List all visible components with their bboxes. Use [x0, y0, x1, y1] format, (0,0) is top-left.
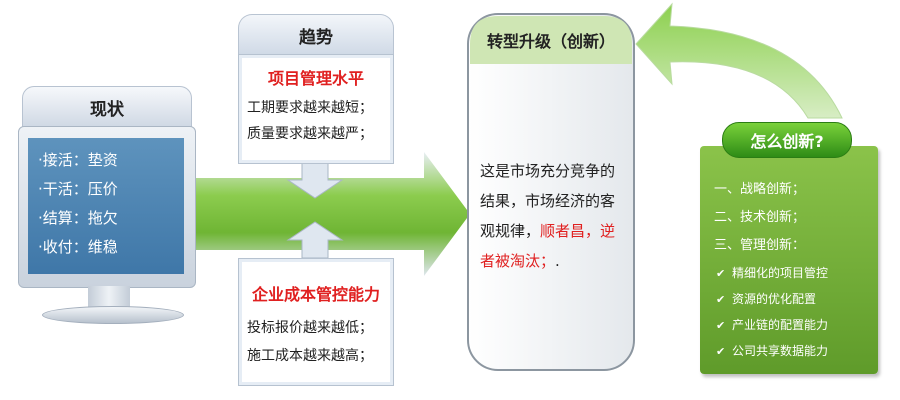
- trend-heading: 项目管理水平: [267, 69, 364, 88]
- innovate-subitem: ✔ 公司共享数据能力: [716, 342, 828, 359]
- check-icon: ✔: [716, 319, 726, 332]
- trend-line: 施工成本越来越高；: [247, 348, 373, 364]
- status-item: ·干活：压价: [38, 180, 118, 198]
- trend-line: 工期要求越来越短；: [247, 100, 373, 116]
- innovate-subitem: ✔ 精细化的项目管控: [716, 264, 828, 281]
- status-list: ·接活：垫资 ·干活：压价 ·结算：拖欠 ·收付：维稳: [38, 146, 118, 262]
- status-title: 现状: [22, 86, 192, 127]
- curved-arrow: [635, 2, 843, 119]
- capsule-header: [470, 16, 632, 64]
- transform-text-red: 顺者昌，逆者被淘汰；: [480, 222, 616, 270]
- innovate-subitem-label: 资源的优化配置: [732, 292, 817, 306]
- innovate-item: 三、管理创新：: [714, 238, 806, 253]
- transform-title: 转型升级（创新）: [486, 32, 615, 51]
- capsule-shape: [467, 13, 635, 371]
- monitor-base: [42, 306, 184, 324]
- monitor-screen: [28, 138, 184, 274]
- trend-line: 投标报价越来越低；: [247, 320, 373, 336]
- innovate-item: 一、战略创新；: [714, 182, 806, 197]
- trend-heading: 企业成本管控能力: [251, 285, 380, 304]
- innovate-subitem-label: 产业链的配置能力: [732, 318, 829, 332]
- status-item: ·收付：维稳: [38, 238, 118, 256]
- transform-text: 这是市场充分竞争的结果，市场经济的客观规律，顺者昌，逆者被淘汰；.: [480, 156, 628, 276]
- innovate-subitem: ✔ 产业链的配置能力: [716, 316, 828, 333]
- innovate-subitem: ✔ 资源的优化配置: [716, 290, 816, 307]
- check-icon: ✔: [716, 267, 726, 280]
- innovate-item: 二、技术创新；: [714, 210, 806, 225]
- up-arrow: [286, 221, 344, 259]
- status-item: ·接活：垫资: [38, 151, 118, 169]
- trend-box-project: 项目管理水平 工期要求越来越短； 质量要求越来越严；: [238, 54, 394, 164]
- trend-title: 趋势: [238, 14, 394, 55]
- innovate-title: 怎么创新?: [722, 122, 852, 158]
- trend-box-cost: 企业成本管控能力 投标报价越来越低； 施工成本越来越高；: [238, 258, 394, 386]
- check-icon: ✔: [716, 293, 726, 306]
- check-icon: ✔: [716, 345, 726, 358]
- transform-text-black: 这是市场充分竞争的结果，市场经济的客观规律，: [480, 162, 616, 240]
- down-arrow: [286, 161, 344, 199]
- monitor-neck: [88, 286, 130, 308]
- transform-text-tail: .: [555, 252, 560, 270]
- main-arrow-body: [186, 152, 470, 276]
- innovate-subitem-label: 公司共享数据能力: [732, 344, 829, 358]
- trend-line: 质量要求越来越严；: [247, 126, 373, 142]
- innovate-panel: [700, 146, 878, 374]
- status-item: ·结算：拖欠: [38, 209, 118, 227]
- innovate-subitem-label: 精细化的项目管控: [732, 266, 829, 280]
